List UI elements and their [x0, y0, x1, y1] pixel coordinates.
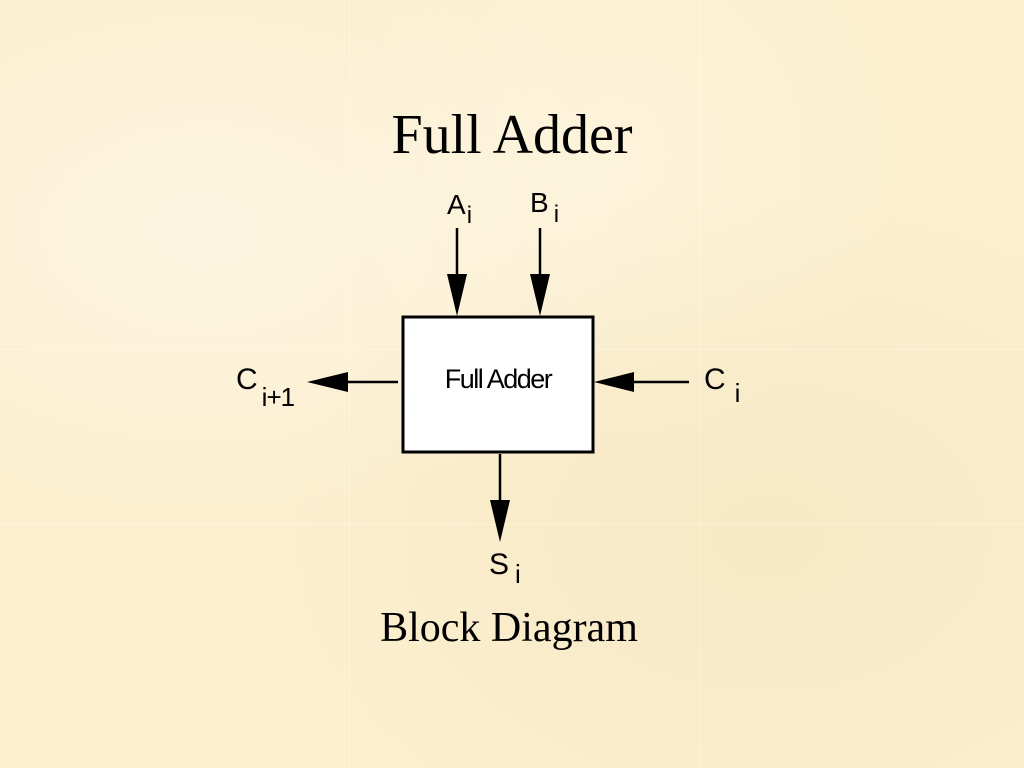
carry-out-label: Ci+1 [236, 363, 295, 412]
diagram-caption: Block Diagram [380, 605, 638, 651]
background-tile-seam [699, 0, 700, 768]
sum-arrowhead [490, 500, 510, 542]
input-a-subscript: i [467, 202, 472, 229]
carry-in-subscript: i [735, 378, 741, 408]
input-a-signal: Ai [447, 189, 472, 316]
input-b-subscript: i [554, 201, 559, 228]
carry-out-signal: Ci+1 [236, 363, 398, 412]
input-a-arrowhead [447, 274, 467, 316]
full-adder-block [401, 315, 595, 454]
background-tile-seam [349, 0, 350, 768]
full-adder-block-label: Full Adder [445, 364, 553, 394]
carry-out-subscript: i+1 [262, 382, 295, 412]
sum-subscript: i [515, 559, 521, 589]
input-a-label: Ai [447, 189, 472, 229]
carry-in-arrowhead [594, 372, 634, 392]
carry-out-arrowhead [307, 372, 348, 392]
input-b-arrowhead [530, 274, 550, 316]
background-tile-seam [0, 524, 1024, 525]
slide-title: Full Adder [391, 104, 633, 166]
